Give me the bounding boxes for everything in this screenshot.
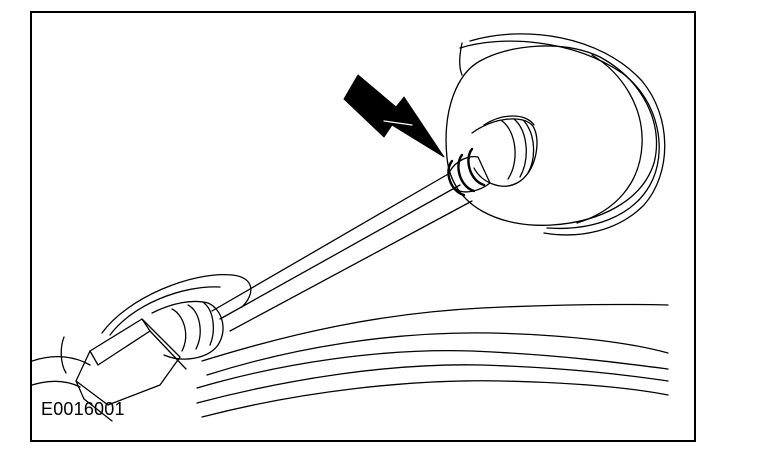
figure-frame: E0016001 (30, 11, 696, 442)
illustration (32, 33, 669, 422)
inner-joint (32, 273, 252, 422)
cv-joint-boot (449, 115, 538, 193)
contour-lines (196, 303, 669, 418)
figure-id-label: E0016001 (41, 399, 125, 419)
housing (445, 33, 666, 236)
indicator-arrow (343, 74, 445, 158)
circlip (447, 147, 486, 197)
halfshaft (211, 172, 473, 332)
